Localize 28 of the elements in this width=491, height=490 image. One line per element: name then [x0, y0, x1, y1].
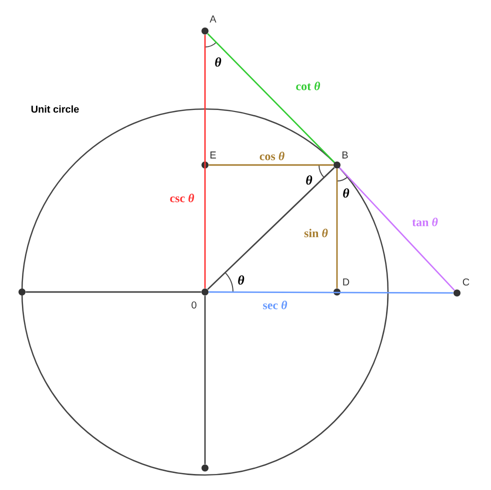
point-label: A [210, 16, 216, 22]
line-segment [204, 34, 206, 288]
point-label: 0 [192, 301, 196, 309]
edge-label: sin θ [303, 228, 329, 238]
edge-label: cot θ [294, 80, 322, 92]
angle-label: θ [343, 188, 350, 198]
edge-label: tan θ [411, 216, 439, 228]
line-segment [207, 33, 335, 163]
line-segment [336, 168, 338, 288]
edge-label: csc θ [168, 192, 196, 204]
point-label: E [210, 152, 216, 158]
diagram-title: Unit circle [31, 105, 79, 113]
line-segment [204, 296, 206, 464]
point-label: B [342, 152, 348, 158]
angle-label: θ [238, 275, 244, 285]
line-segment [208, 164, 334, 166]
line-segment [26, 291, 202, 293]
point-label: D [343, 278, 350, 286]
point [202, 464, 208, 472]
line-segment [208, 291, 454, 294]
point [18, 288, 26, 296]
line-segment [339, 167, 455, 291]
edge-label: cos θ [258, 150, 286, 162]
edge-label: sec θ [262, 300, 288, 310]
angle-label: θ [306, 175, 312, 185]
line-segment [207, 167, 335, 290]
point-label: C [462, 278, 470, 286]
angle-label: θ [215, 57, 222, 67]
